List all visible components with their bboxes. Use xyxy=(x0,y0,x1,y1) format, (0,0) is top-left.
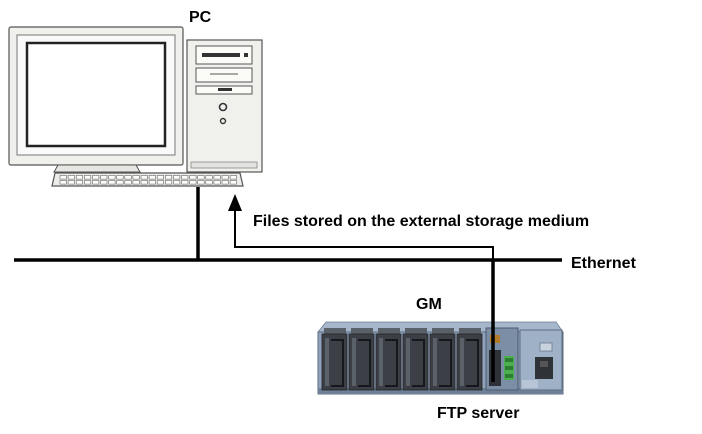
keyboard-key xyxy=(173,180,181,185)
keyboard-key xyxy=(181,180,189,185)
keyboard-key xyxy=(75,180,83,185)
file-transfer-line xyxy=(234,206,494,260)
keyboard-key xyxy=(165,175,173,180)
keyboard-key xyxy=(213,175,221,180)
keyboard-key xyxy=(197,180,205,185)
gm-io-module xyxy=(321,328,348,391)
keyboard-key xyxy=(156,175,164,180)
keyboard-key xyxy=(75,175,83,180)
keyboard-key xyxy=(108,175,116,180)
keyboard-key xyxy=(59,175,67,180)
gm-io-module xyxy=(375,328,402,391)
keyboard-key xyxy=(165,180,173,185)
keyboard-key xyxy=(132,180,140,185)
keyboard-key xyxy=(108,180,116,185)
keyboard-key xyxy=(213,180,221,185)
keyboard-key xyxy=(92,175,100,180)
pc-label: PC xyxy=(189,9,212,26)
keyboard-key xyxy=(221,175,229,180)
file-transfer-arrowhead xyxy=(228,194,242,211)
keyboard-key xyxy=(148,180,156,185)
keyboard-key xyxy=(140,180,148,185)
keyboard-icon xyxy=(51,172,244,187)
keyboard-key xyxy=(84,175,92,180)
gm-label: GM xyxy=(416,296,442,313)
keyboard-key xyxy=(156,180,164,185)
files-annotation-label: Files stored on the external storage med… xyxy=(253,213,590,230)
keyboard-key xyxy=(205,175,213,180)
gm-io-module xyxy=(348,328,375,391)
keyboard-key xyxy=(100,175,108,180)
gm-io-module xyxy=(456,328,483,391)
keyboard-key xyxy=(116,180,124,185)
keyboard-key xyxy=(189,180,197,185)
keyboard-key xyxy=(173,175,181,180)
keyboard-key xyxy=(67,175,75,180)
keyboard-key xyxy=(124,180,132,185)
keyboard-key xyxy=(92,180,100,185)
keyboard-key xyxy=(124,175,132,180)
ethernet-connections xyxy=(14,187,562,262)
keyboard-key xyxy=(116,175,124,180)
keyboard-key xyxy=(100,180,108,185)
keyboard-key xyxy=(221,180,229,185)
monitor-icon xyxy=(8,26,184,173)
keyboard-key xyxy=(148,175,156,180)
gm-unit-icon xyxy=(317,321,564,395)
gm-io-module xyxy=(429,328,456,391)
keyboard-key xyxy=(67,180,75,185)
keyboard-key xyxy=(181,175,189,180)
keyboard-key xyxy=(132,175,140,180)
ftp-server-label: FTP server xyxy=(437,405,520,422)
keyboard-key xyxy=(205,180,213,185)
keyboard-key xyxy=(140,175,148,180)
keyboard-key xyxy=(59,180,67,185)
ethernet-label: Ethernet xyxy=(571,255,636,272)
keyboard-key xyxy=(197,175,205,180)
keyboard-key xyxy=(229,175,237,180)
keyboard-key xyxy=(189,175,197,180)
keyboard-key xyxy=(84,180,92,185)
keyboard-key xyxy=(229,180,237,185)
gm-io-module xyxy=(402,328,429,391)
pc-tower-icon xyxy=(186,39,263,173)
